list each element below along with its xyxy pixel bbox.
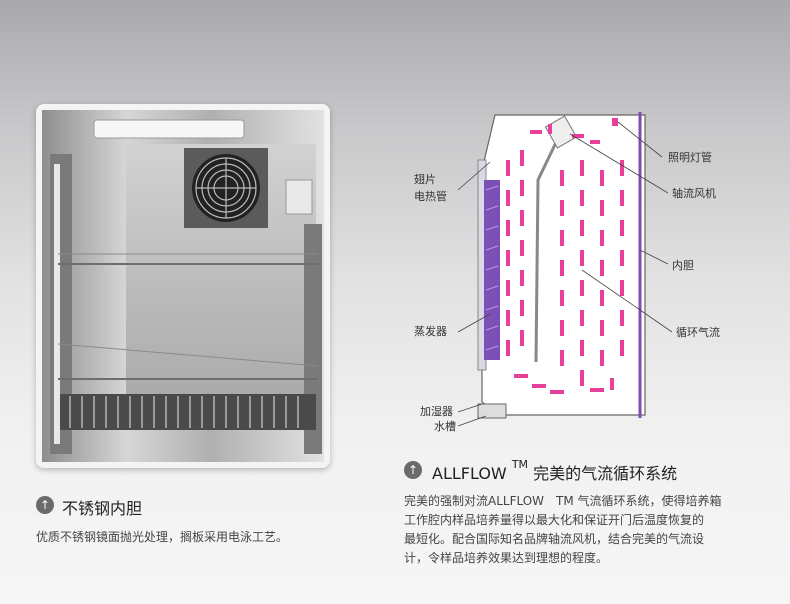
title-rest: 完美的气流循环系统 xyxy=(533,464,678,483)
label-liner: 内胆 xyxy=(672,259,694,272)
arrow-up-circle-icon: ↑ xyxy=(36,496,54,514)
label-heater: 电热管 xyxy=(414,190,447,203)
chamber-illustration xyxy=(42,110,324,462)
label-fin: 翅片 xyxy=(414,173,436,186)
desc-line: 工作腔内样品培养量得以最大化和保证开门后温度恢复的 xyxy=(404,513,705,527)
title-tm: TM xyxy=(511,458,529,471)
title-allflow: ALLFLOW xyxy=(432,464,507,483)
airflow-schematic xyxy=(457,112,673,427)
chamber-photo xyxy=(36,104,330,468)
airflow-diagram: 翅片 电热管 蒸发器 加湿器 水槽 照明灯管 轴流风机 内胆 循环气流 xyxy=(400,100,770,440)
arrow-up-circle-icon: ↑ xyxy=(404,461,422,479)
desc-line: 最短化。配合国际知名品牌轴流风机，结合完美的气流设 xyxy=(404,532,705,546)
left-section-description: 优质不锈钢镜面抛光处理，搁板采用电泳工艺。 xyxy=(36,530,289,544)
left-section-title: 不锈钢内胆 xyxy=(62,499,143,518)
right-section-description: 完美的强制对流ALLFLOW TM 气流循环系统，使得培养箱 工作腔内样品培养量… xyxy=(404,492,774,568)
desc-line: 完美的强制对流ALLFLOW TM 气流循环系统，使得培养箱 xyxy=(404,494,722,508)
label-airflow: 循环气流 xyxy=(676,326,720,339)
label-evaporator: 蒸发器 xyxy=(414,325,447,338)
label-fan: 轴流风机 xyxy=(672,187,716,200)
label-water-tank: 水槽 xyxy=(434,420,456,433)
desc-line: 计，令样品培养效果达到理想的程度。 xyxy=(404,551,609,565)
label-light: 照明灯管 xyxy=(668,151,712,164)
label-humidifier: 加湿器 xyxy=(420,405,453,418)
right-section-title: ALLFLOW TM 完美的气流循环系统 xyxy=(432,458,678,484)
